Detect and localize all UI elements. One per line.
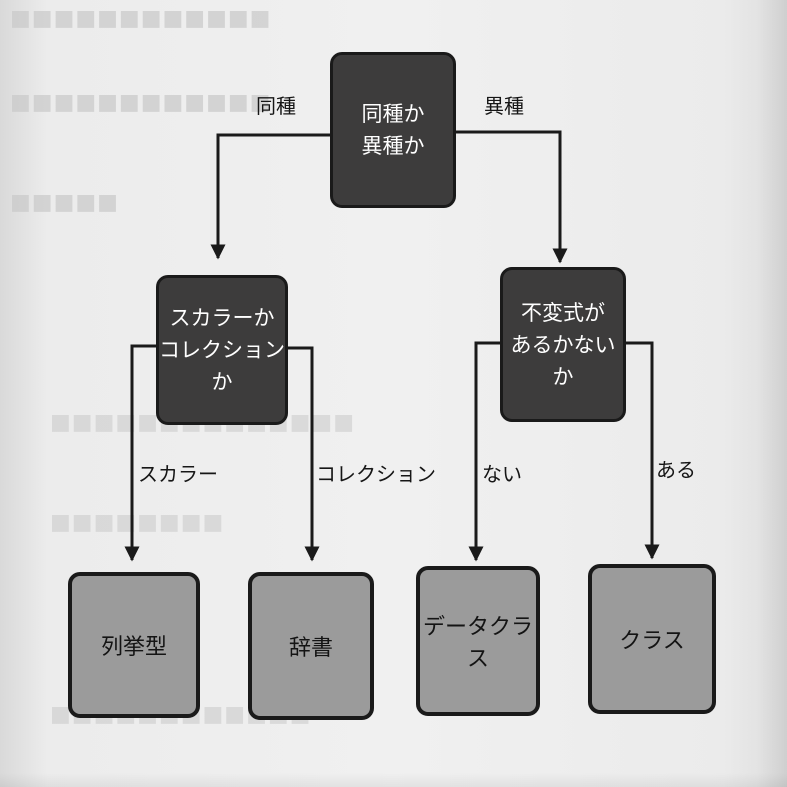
bleed-through-text: ■■■■■■■■■■■■: [10, 90, 272, 115]
decision-right-line2: あるかないか: [510, 332, 616, 389]
edge-label-diff: 異種: [484, 94, 524, 118]
leaf-enum: 列挙型: [68, 572, 200, 718]
decision-invariant: 不変式が あるかないか: [500, 267, 626, 422]
edge-label-no: ない: [482, 462, 522, 486]
decision-left-line2: コレクションか: [159, 338, 285, 394]
edge-label-same: 同種: [256, 94, 296, 118]
leaf-dataclass-label: データクラス: [422, 615, 533, 672]
leaf-class-label: クラス: [619, 629, 685, 654]
bleed-through-text: ■■■■■■■■: [50, 510, 225, 535]
leaf-dict-label: 辞書: [288, 636, 333, 661]
leaf-class: クラス: [588, 564, 716, 714]
decision-root-line1: 同種か: [361, 102, 425, 126]
leaf-dict: 辞書: [248, 572, 374, 720]
bleed-through-text: ■■■■■: [10, 190, 119, 215]
page-shadow-right: [757, 0, 787, 787]
decision-root-line2: 異種か: [361, 134, 425, 158]
edge-collection: [288, 346, 320, 562]
edge-scalar: [124, 344, 158, 562]
leaf-enum-label: 列挙型: [100, 635, 167, 660]
edge-yes: [624, 341, 660, 560]
edge-diff: [456, 130, 568, 264]
leaf-dataclass: データクラス: [416, 566, 540, 716]
edge-label-scalar: スカラー: [138, 462, 218, 486]
edge-same: [210, 133, 330, 260]
page-shadow-bottom: [0, 773, 787, 787]
decision-right-line1: 不変式が: [521, 300, 605, 325]
bleed-through-text: ■■■■■■■■■■■■: [10, 6, 272, 31]
decision-root: 同種か 異種か: [330, 52, 456, 208]
edge-label-collection: コレクション: [316, 462, 436, 486]
decision-scalar-collection: スカラーか コレクションか: [156, 275, 288, 425]
edge-label-yes: ある: [656, 458, 696, 482]
edge-no: [468, 341, 502, 562]
decision-left-line1: スカラーか: [169, 306, 275, 330]
